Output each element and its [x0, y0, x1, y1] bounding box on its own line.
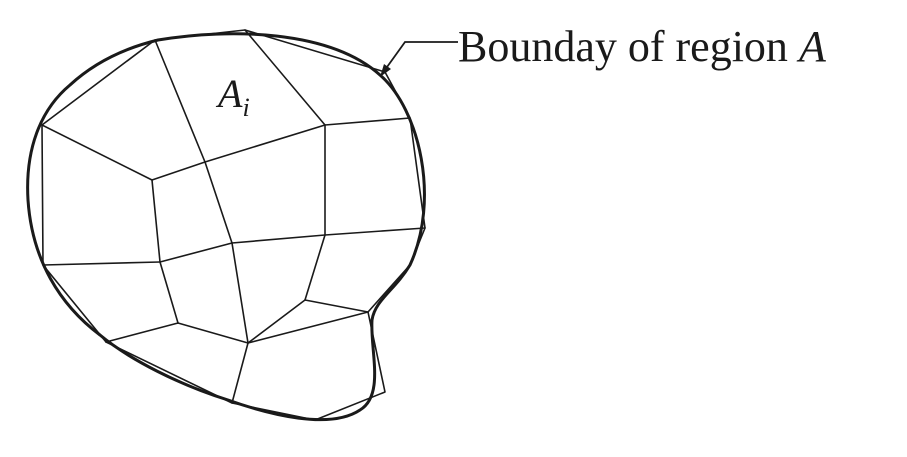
mesh-edge [105, 322, 179, 343]
mesh-edge [244, 29, 326, 126]
mesh-edge [231, 234, 326, 244]
mesh-edge [324, 227, 426, 236]
mesh-edge [204, 124, 326, 163]
leader-arrowhead [380, 64, 391, 77]
mesh-edge [42, 261, 161, 266]
mesh-edge [231, 242, 249, 344]
boundary-label-text: Bounday of region [458, 22, 799, 71]
mesh-edge [247, 299, 306, 344]
mesh-edge [151, 179, 161, 263]
mesh-edge [151, 161, 206, 181]
mesh-edge [304, 234, 326, 301]
mesh-outer-polygon [41, 29, 426, 421]
boundary-leader-line [381, 41, 458, 75]
mesh-edge [304, 299, 369, 313]
mesh-interior-edges [41, 29, 426, 404]
mesh-edge [247, 311, 369, 344]
element-label: Ai [215, 71, 250, 122]
mesh-edge [154, 39, 206, 163]
boundary-label-variable: A [796, 22, 827, 71]
mesh-edge [204, 161, 233, 244]
mesh-edge [159, 242, 233, 263]
mesh-edge [231, 342, 249, 404]
mesh-edge [324, 117, 411, 126]
mesh-edge [41, 124, 153, 181]
mesh-edge [159, 261, 179, 324]
boundary-label: Bounday of region A [458, 22, 827, 71]
mesh-edge [177, 322, 249, 344]
